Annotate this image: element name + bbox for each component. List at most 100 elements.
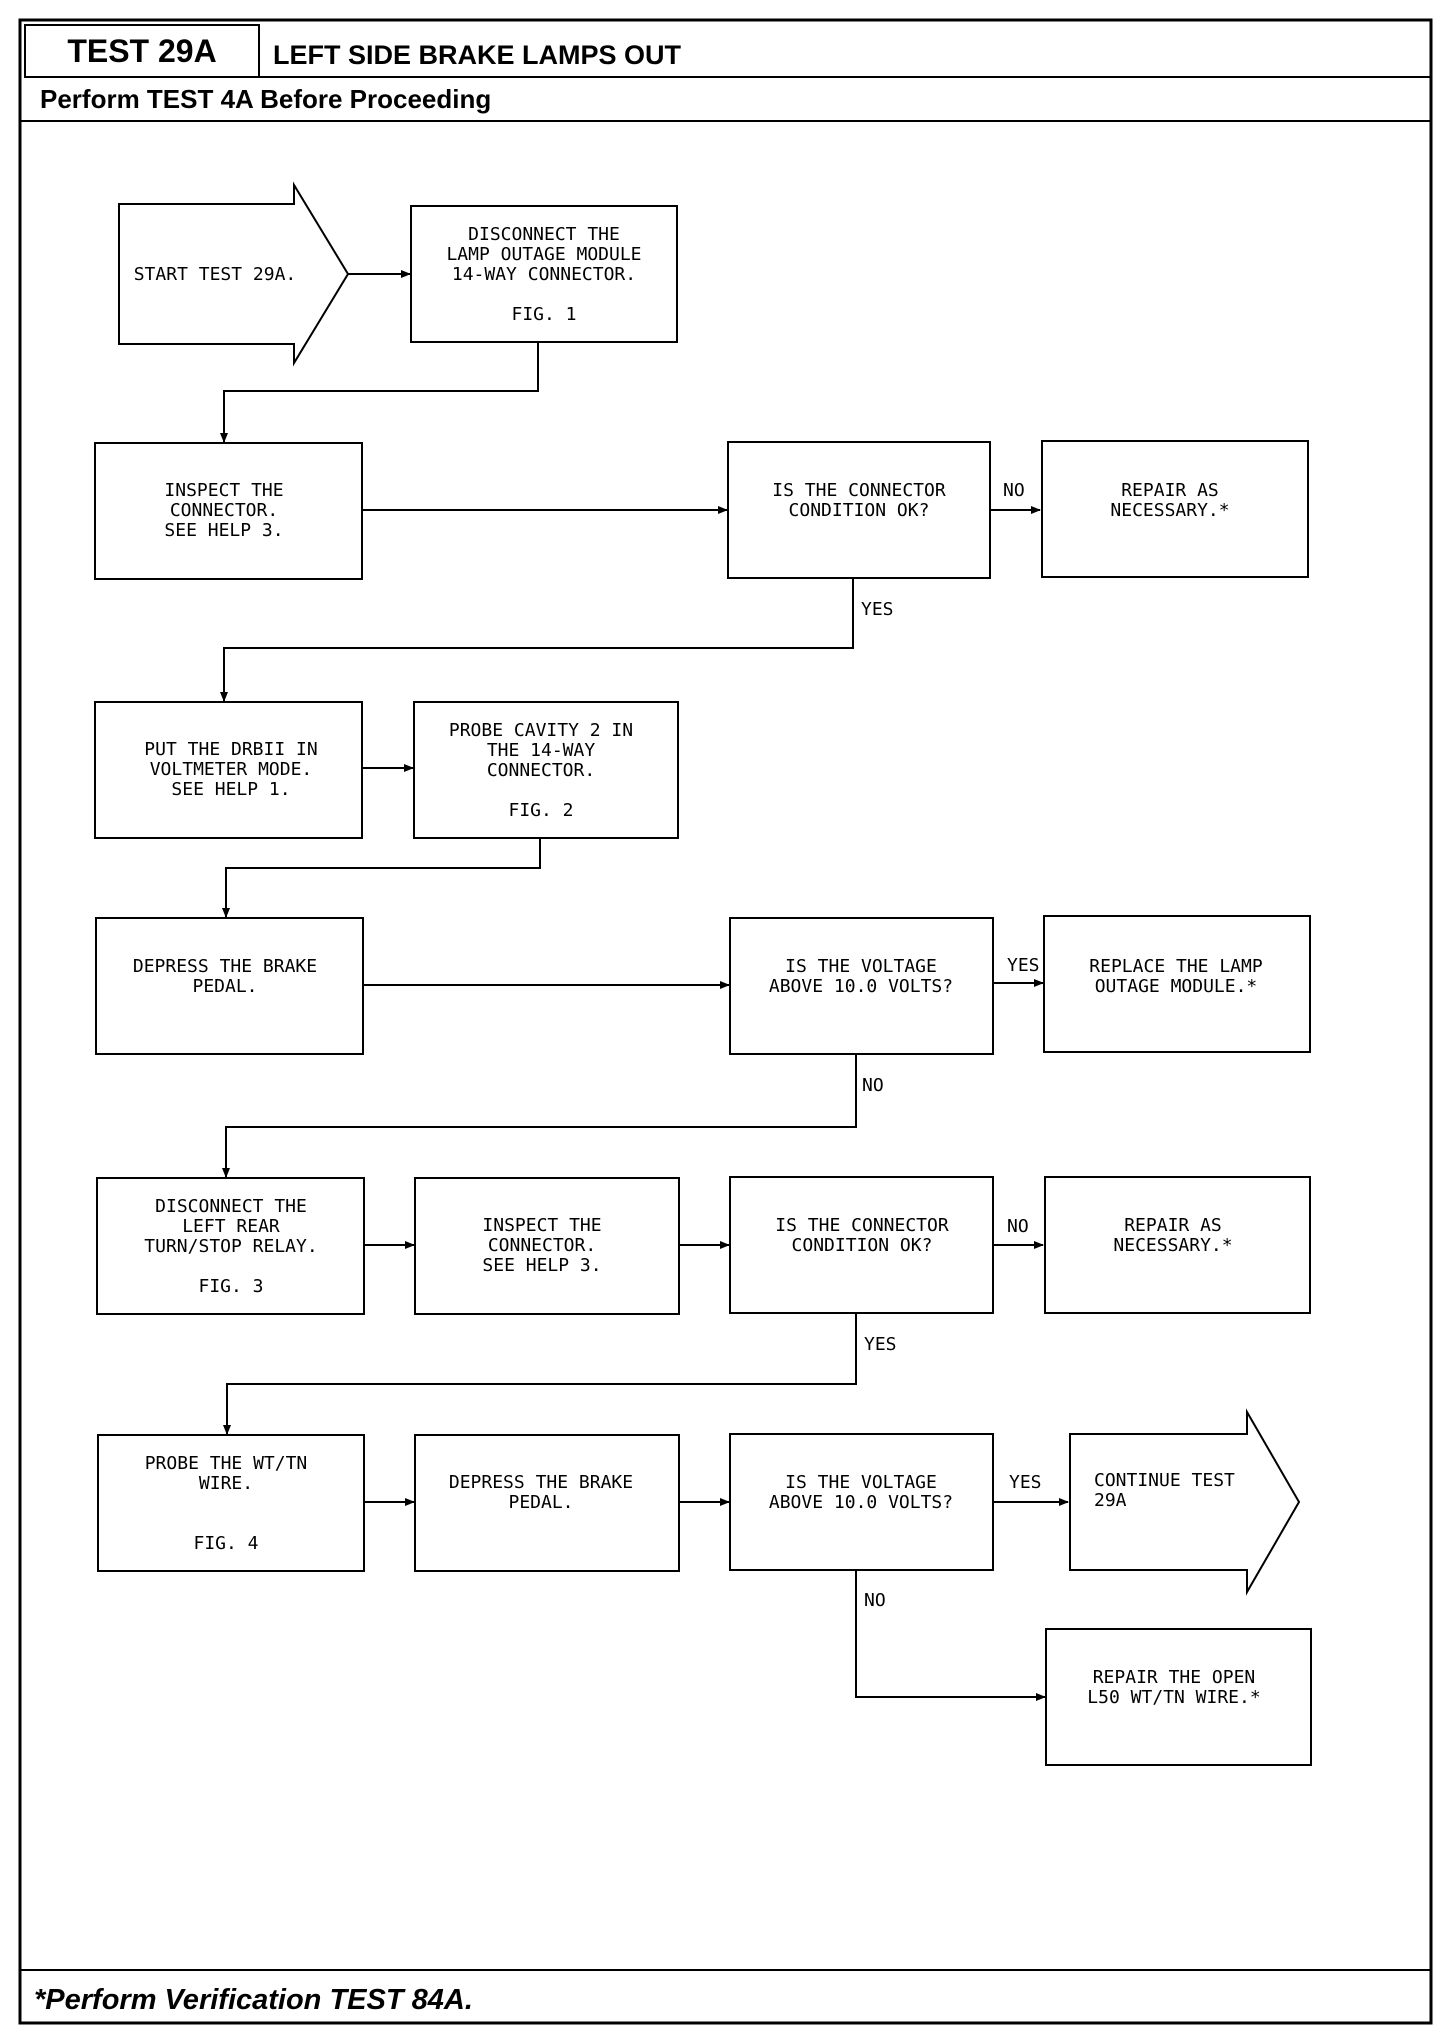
step-text-line: ABOVE 10.0 VOLTS? [769, 976, 953, 997]
step-text-line: DISCONNECT THE [155, 1196, 307, 1217]
step-text-line: LAMP OUTAGE MODULE [446, 244, 641, 265]
step-text-line: REPAIR THE OPEN [1093, 1667, 1256, 1688]
step-text-line: SEE HELP 3. [164, 520, 283, 541]
test-id-box [24, 24, 260, 78]
footer-note: *Perform Verification TEST 84A. [34, 1984, 473, 2016]
step-text-line: IS THE VOLTAGE [785, 1472, 937, 1493]
step-text-line: PUT THE DRBII IN [144, 739, 317, 760]
repair-1-box [1041, 440, 1309, 578]
probe-cavity-box [413, 701, 679, 839]
step-text-line: IS THE VOLTAGE [785, 956, 937, 977]
step-text-line: CONTINUE TEST [1094, 1470, 1235, 1491]
q-voltage-2-box [729, 1433, 994, 1571]
step-text-line: CONNECTOR. [488, 1235, 596, 1256]
repair-2-box [1044, 1176, 1311, 1314]
step-text-line: NECESSARY.* [1110, 500, 1229, 521]
repair-open-box [1045, 1628, 1312, 1766]
step-text-line: SEE HELP 1. [171, 779, 290, 800]
inspect-2-box [414, 1177, 680, 1315]
step-text-line: ABOVE 10.0 VOLTS? [769, 1492, 953, 1513]
branch-label-no: NO [1007, 1216, 1029, 1237]
prerequisite-note: Perform TEST 4A Before Proceeding [40, 84, 491, 114]
depress-2-box [414, 1434, 680, 1572]
step-text-line: CONDITION OK? [792, 1235, 933, 1256]
step-text-line: REPAIR AS [1124, 1215, 1222, 1236]
step-text-line: CONNECTOR. [487, 760, 595, 781]
branch-label-no: NO [1003, 480, 1025, 501]
step-text-line: INSPECT THE [164, 480, 283, 501]
step-text-line: PROBE CAVITY 2 IN [449, 720, 633, 741]
replace-lom-box [1043, 915, 1311, 1053]
step-text-line: CONNECTOR. [170, 500, 278, 521]
probe-wire-box [97, 1434, 365, 1572]
step-text-line: PROBE THE WT/TN [145, 1453, 308, 1474]
drbii-box [94, 701, 363, 839]
step-text-line: 29A [1094, 1490, 1127, 1511]
q-connector-1-box [727, 441, 991, 579]
step-text-line: CONDITION OK? [789, 500, 930, 521]
connector-yes-probe-wire [223, 1313, 857, 1435]
step-text-line: DEPRESS THE BRAKE [133, 956, 317, 977]
branch-label-no: NO [862, 1075, 884, 1096]
step-text-line: NECESSARY.* [1113, 1235, 1232, 1256]
step-text-line: PEDAL. [192, 976, 257, 997]
step-text-line: INSPECT THE [482, 1215, 601, 1236]
step-text-line: FIG. 2 [508, 800, 573, 821]
inspect-1-box [94, 442, 363, 580]
step-text-line: L50 WT/TN WIRE.* [1087, 1687, 1260, 1708]
step-text-line: PEDAL. [508, 1492, 573, 1513]
test-id: TEST 29A [67, 33, 216, 69]
continue-arrow-shape [1069, 1408, 1301, 1596]
step-text-line: DISCONNECT THE [468, 224, 620, 245]
branch-label-yes: YES [861, 599, 894, 620]
step-text-line: SEE HELP 3. [482, 1255, 601, 1276]
step-text-line: FIG. 1 [511, 304, 576, 325]
branch-label-no: NO [864, 1590, 886, 1611]
connector-yes-drbii [220, 578, 854, 702]
step-text-line: REPAIR AS [1121, 480, 1219, 501]
q-voltage-1-box [729, 917, 994, 1055]
start-step-text: START TEST 29A. [134, 264, 297, 285]
branch-label-yes: YES [864, 1334, 897, 1355]
connectors [220, 270, 1069, 1701]
connector-probe-to-depress [222, 838, 541, 918]
step-text-line: TURN/STOP RELAY. [144, 1236, 317, 1257]
branch-label-yes: YES [1009, 1472, 1042, 1493]
disconnect-lom-box [410, 205, 678, 343]
step-text-line: FIG. 3 [198, 1276, 263, 1297]
step-text-line: WIRE. [199, 1473, 253, 1494]
